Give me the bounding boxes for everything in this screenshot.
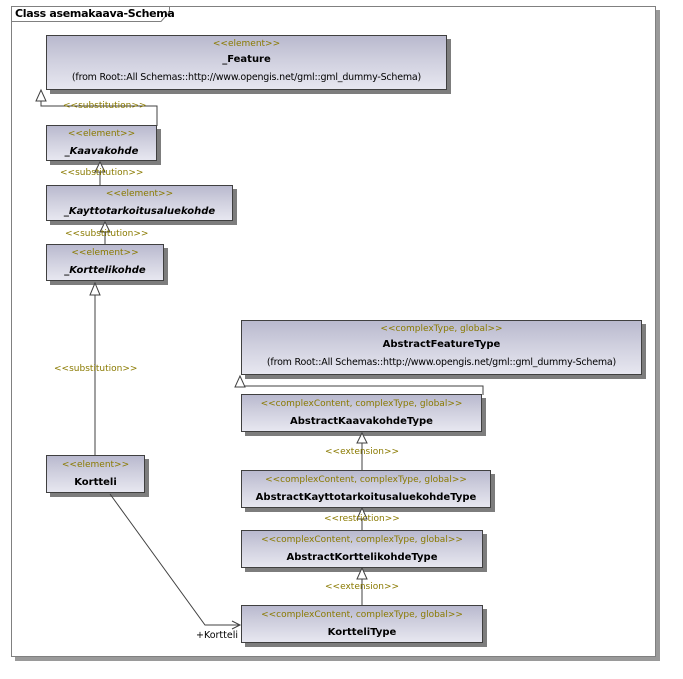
class-abstract-kaavakohde-type-name: AbstractKaavakohdeType: [290, 416, 433, 427]
substitution-label-korttelikohde: <<substitution>>: [65, 229, 149, 239]
substitution-arrowhead-kayttotarkoitus: [99, 220, 111, 233]
extension-arrowhead-kaavakohde-type: [356, 431, 368, 444]
extension-arrowhead-korttelikohde-type: [356, 566, 368, 580]
class-kortteli-type-stereotype: <<complexContent, complexType, global>>: [261, 610, 463, 620]
extension-arrowhead-feature-type: [234, 374, 246, 388]
class-abstract-feature-type-name: AbstractFeatureType: [382, 339, 501, 350]
diagram-title-tab: [11, 6, 170, 22]
class-abstract-feature-type-stereotype: <<complexType, global>>: [380, 324, 503, 334]
class-korttelikohde-stereotype: <<element>>: [71, 248, 139, 258]
class-abstract-feature-type-origin: (from Root::All Schemas::http://www.open…: [266, 357, 617, 368]
class-kaavakohde-stereotype: <<element>>: [67, 129, 136, 139]
class-kaavakohde-name: _Kaavakohde: [64, 146, 139, 157]
substitution-label-kaavakohde: <<substitution>>: [63, 101, 147, 111]
class-abstract-kayttotarkoitusaluekohde-type-stereotype: <<complexContent, complexType, global>>: [265, 475, 467, 485]
substitution-arrowhead-korttelikohde: [89, 281, 101, 296]
substitution-label-kayttotarkoitus: <<substitution>>: [60, 168, 144, 178]
association-role-kortteli: +Kortteli: [196, 630, 239, 641]
extension-label-kortteli-type: <<extension>>: [325, 582, 400, 592]
class-abstract-feature-type[interactable]: <<complexType, global>> AbstractFeatureT…: [241, 320, 642, 375]
class-abstract-kayttotarkoitusaluekohde-type[interactable]: <<complexContent, complexType, global>> …: [241, 470, 491, 508]
class-abstract-kayttotarkoitusaluekohde-type-name: AbstractKayttotarkoitusaluekohdeType: [255, 492, 477, 503]
class-kortteli-type[interactable]: <<complexContent, complexType, global>> …: [241, 605, 483, 643]
association-arrowhead: [231, 620, 242, 630]
class-kayttotarkoitusaluekohde-stereotype: <<element>>: [105, 189, 174, 199]
class-korttelikohde-name: _Korttelikohde: [64, 265, 146, 276]
class-abstract-korttelikohde-type[interactable]: <<complexContent, complexType, global>> …: [241, 530, 483, 568]
class-feature-stereotype: <<element>>: [212, 39, 281, 49]
substitution-line-kaavakohde: [40, 101, 158, 126]
diagram-title: Class asemakaava-Schema: [15, 7, 175, 20]
class-abstract-korttelikohde-type-stereotype: <<complexContent, complexType, global>>: [261, 535, 463, 545]
substitution-label-kortteli: <<substitution>>: [54, 364, 138, 374]
class-kayttotarkoitusaluekohde[interactable]: <<element>> _Kayttotarkoitusaluekohde: [46, 185, 233, 221]
class-feature[interactable]: <<element>> _Feature (from Root::All Sch…: [46, 35, 447, 90]
class-kortteli[interactable]: <<element>> Kortteli: [46, 455, 145, 493]
class-kortteli-type-name: KortteliType: [327, 627, 397, 638]
class-feature-name: _Feature: [222, 54, 271, 65]
class-kaavakohde[interactable]: <<element>> _Kaavakohde: [46, 125, 157, 161]
extension-line-kaavakohde-type: [240, 385, 484, 395]
substitution-arrowhead-kaavakohde: [94, 160, 106, 173]
restriction-label-korttelikohde-type: <<restriction>>: [324, 514, 400, 524]
class-korttelikohde[interactable]: <<element>> _Korttelikohde: [46, 244, 164, 281]
restriction-arrowhead-kayttotarkoitus-type: [356, 506, 368, 520]
class-kortteli-name: Kortteli: [74, 477, 117, 488]
class-kortteli-stereotype: <<element>>: [61, 460, 130, 470]
class-kayttotarkoitusaluekohde-name: _Kayttotarkoitusaluekohde: [63, 206, 216, 217]
substitution-arrowhead-feature: [35, 88, 47, 102]
extension-label-kayttotarkoitus-type: <<extension>>: [325, 447, 400, 457]
class-abstract-kaavakohde-type[interactable]: <<complexContent, complexType, global>> …: [241, 394, 482, 432]
association-line-kortteli: [109, 493, 240, 626]
class-abstract-kaavakohde-type-stereotype: <<complexContent, complexType, global>>: [260, 399, 463, 409]
class-feature-origin: (from Root::All Schemas::http://www.open…: [71, 72, 422, 83]
class-abstract-korttelikohde-type-name: AbstractKorttelikohdeType: [286, 552, 438, 563]
